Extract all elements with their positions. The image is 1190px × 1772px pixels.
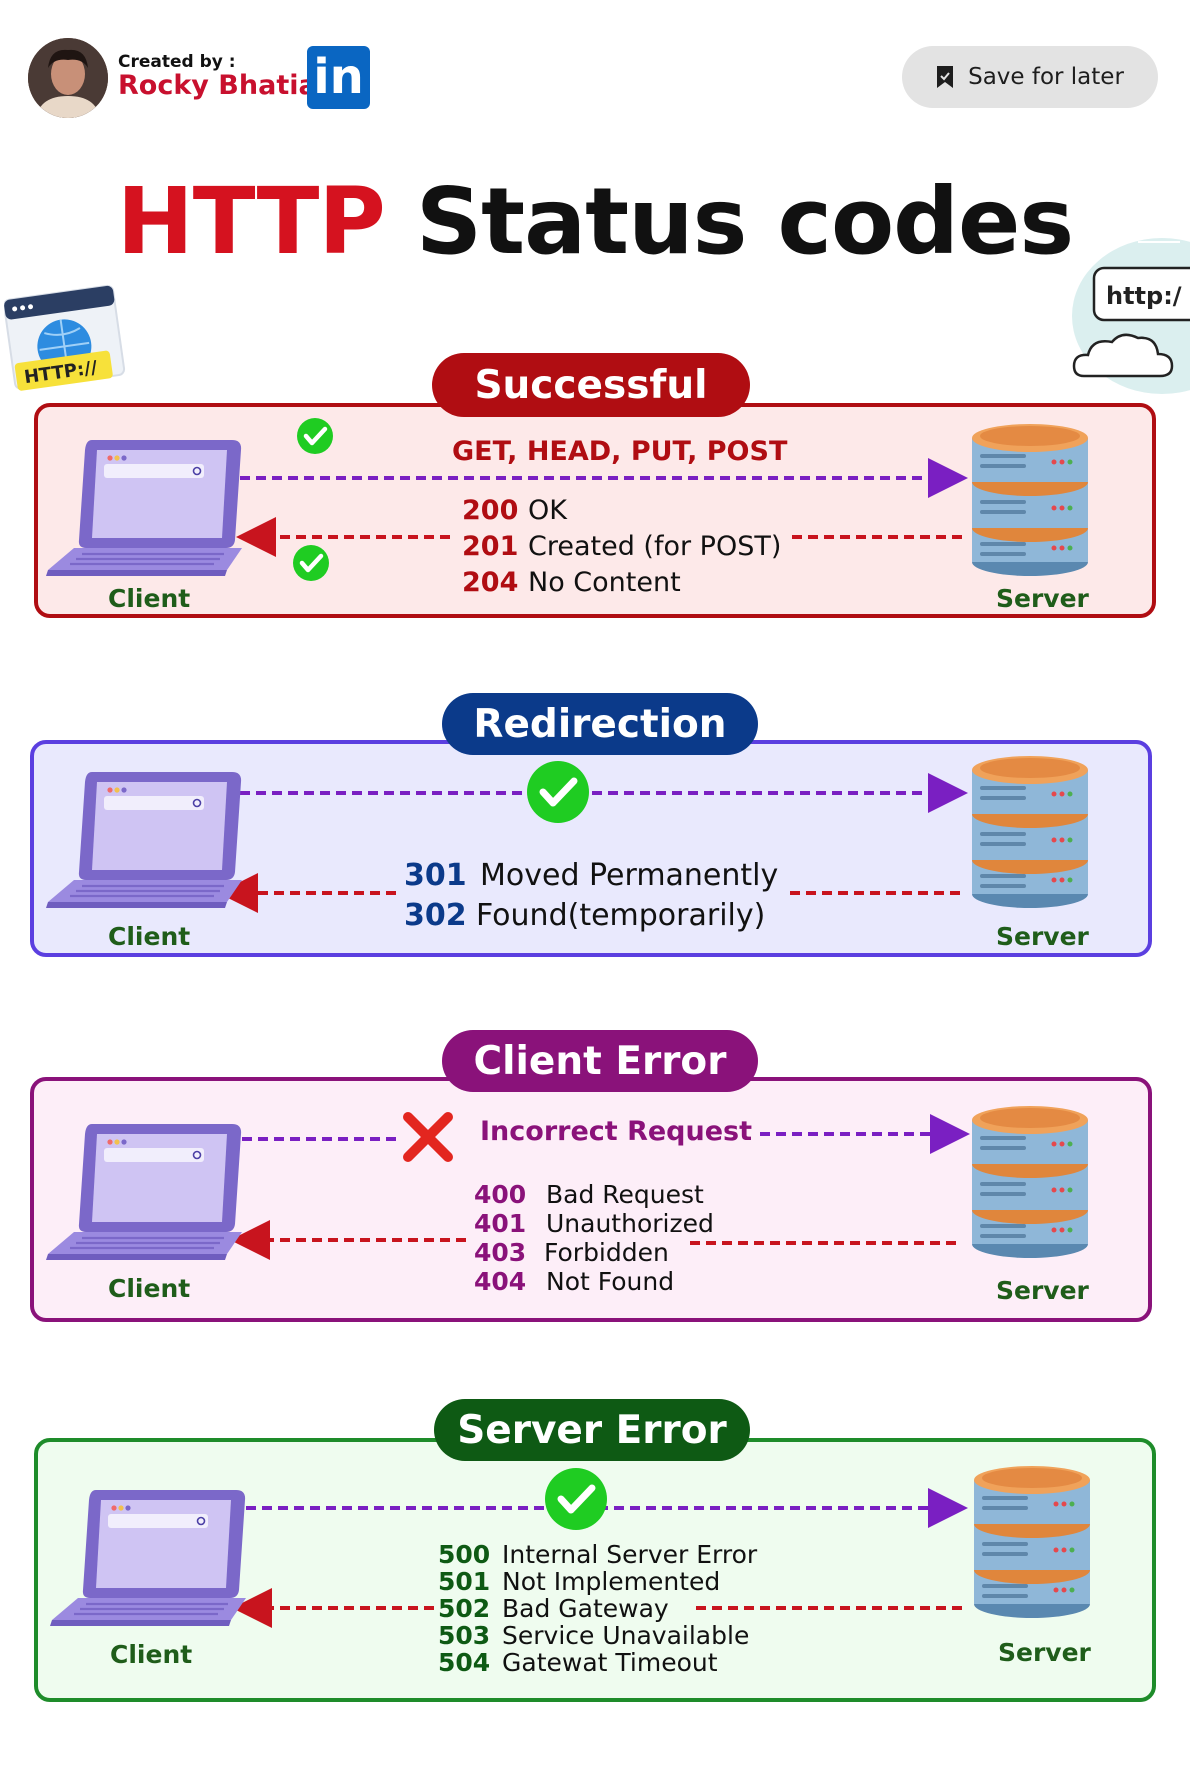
code-404-desc: Not Found xyxy=(546,1267,675,1296)
client-error-request-text: Incorrect Request xyxy=(480,1116,753,1147)
code-200: 200 xyxy=(462,495,519,526)
successful-response-check-icon xyxy=(293,545,329,581)
server-error-check-icon xyxy=(545,1468,607,1530)
code-200-desc: OK xyxy=(528,495,567,526)
redirection-server-label: Server xyxy=(996,922,1089,951)
successful-request-check-icon xyxy=(297,418,333,454)
error-x-icon xyxy=(403,1112,453,1162)
linkedin-icon[interactable]: in xyxy=(307,46,370,109)
save-for-later-button[interactable]: Save for later xyxy=(902,46,1158,108)
code-403-desc: Forbidden xyxy=(544,1238,669,1267)
successful-client-laptop-icon xyxy=(44,438,244,578)
server-error-server-label: Server xyxy=(998,1638,1091,1667)
title-status-codes: Status codes xyxy=(415,168,1074,275)
code-302: 302 xyxy=(404,898,467,933)
code-401: 401 xyxy=(474,1209,527,1238)
redirection-client-label: Client xyxy=(108,922,191,951)
redirection-title: Redirection xyxy=(442,693,758,755)
code-502-desc: Bad Gateway xyxy=(502,1594,669,1623)
code-500: 500 xyxy=(438,1540,491,1569)
successful-arrows xyxy=(236,403,968,618)
successful-request-methods: GET, HEAD, PUT, POST xyxy=(452,436,788,467)
cloud-http-label: http:/ xyxy=(1106,282,1182,310)
author-name: Rocky Bhatia xyxy=(118,70,317,101)
client-error-client-label: Client xyxy=(108,1274,191,1303)
code-504: 504 xyxy=(438,1648,491,1677)
client-error-server-icon xyxy=(972,1106,1088,1258)
server-error-title: Server Error xyxy=(434,1399,750,1461)
code-302-desc: Found(temporarily) xyxy=(476,898,766,933)
code-502: 502 xyxy=(438,1594,491,1623)
code-501-desc: Not Implemented xyxy=(502,1567,721,1596)
code-500-desc: Internal Server Error xyxy=(502,1540,758,1569)
code-204-desc: No Content xyxy=(528,567,681,598)
client-error-arrows xyxy=(230,1112,970,1260)
redirection-server-icon xyxy=(972,756,1088,908)
code-204: 204 xyxy=(462,567,519,598)
client-error-server-label: Server xyxy=(996,1276,1089,1305)
successful-server-icon xyxy=(972,424,1088,576)
code-201-desc: Created (for POST) xyxy=(528,531,782,562)
code-403: 403 xyxy=(474,1238,527,1267)
code-503-desc: Service Unavailable xyxy=(502,1621,750,1650)
code-501: 501 xyxy=(438,1567,491,1596)
created-by-label: Created by : xyxy=(118,52,236,72)
successful-title: Successful xyxy=(432,353,750,417)
code-401-desc: Unauthorized xyxy=(546,1209,714,1238)
server-error-client-label: Client xyxy=(110,1640,193,1669)
client-error-client-laptop-icon xyxy=(44,1122,244,1262)
cloud-url-illustration: http:/ xyxy=(1062,226,1190,394)
code-400: 400 xyxy=(474,1180,527,1209)
redirection-arrows xyxy=(218,740,968,913)
redirection-check-icon xyxy=(527,761,589,823)
code-301: 301 xyxy=(404,858,467,893)
title-http: HTTP xyxy=(116,168,386,275)
bookmark-icon xyxy=(937,66,954,88)
code-404: 404 xyxy=(474,1267,527,1296)
save-for-later-label: Save for later xyxy=(968,64,1124,90)
redirection-client-laptop-icon xyxy=(44,770,244,910)
code-400-desc: Bad Request xyxy=(546,1180,704,1209)
code-503: 503 xyxy=(438,1621,491,1650)
code-301-desc: Moved Permanently xyxy=(480,858,779,893)
author-avatar xyxy=(28,38,108,118)
code-504-desc: Gatewat Timeout xyxy=(502,1648,718,1677)
successful-server-label: Server xyxy=(996,584,1089,613)
browser-window-illustration: HTTP:// xyxy=(3,283,146,398)
successful-client-label: Client xyxy=(108,584,191,613)
code-201: 201 xyxy=(462,531,519,562)
server-error-server-icon xyxy=(974,1466,1090,1618)
page-title: HTTP Status codes xyxy=(0,168,1190,275)
client-error-title: Client Error xyxy=(442,1030,758,1092)
server-error-arrows xyxy=(232,1438,968,1628)
server-error-client-laptop-icon xyxy=(48,1488,248,1628)
